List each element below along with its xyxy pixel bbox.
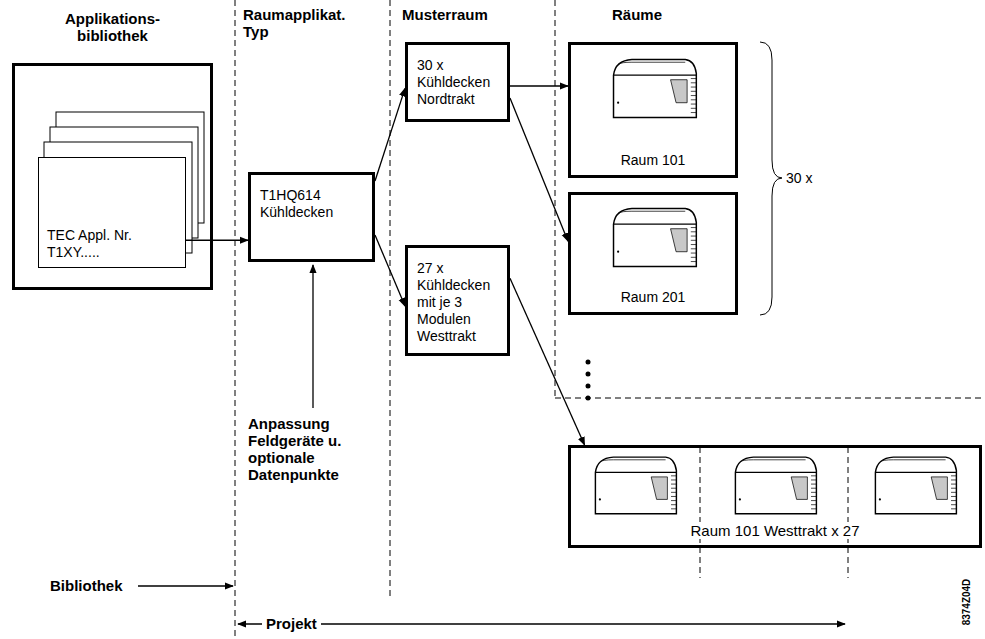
node-label: Raum 201	[621, 289, 686, 306]
drawing-number: 8374Z04D	[961, 567, 973, 637]
label: Projekt	[262, 615, 321, 632]
connector	[510, 85, 568, 86]
label: Raumapplikat. Typ	[243, 6, 363, 40]
connector	[186, 240, 248, 241]
label: Musterraum	[402, 6, 488, 23]
connector	[375, 235, 405, 306]
brace	[760, 42, 782, 315]
document-page: TEC Appl. Nr. T1XY.....	[38, 157, 186, 268]
box: 27 x Kühldecken mit je 3 Modulen Westtra…	[405, 245, 510, 356]
node-label: 27 x Kühldecken mit je 3 Modulen Westtra…	[417, 260, 499, 345]
label: Bibliothek	[50, 577, 123, 594]
box: Raum 101 Westtrakt x 27	[568, 445, 982, 548]
box: Raum 201	[568, 192, 738, 315]
connector	[375, 88, 405, 181]
connector	[510, 278, 585, 445]
connector	[510, 98, 568, 241]
box: T1HQ614 Kühldecken	[248, 172, 375, 262]
column-separators	[235, 0, 985, 639]
node-label: T1HQ614 Kühldecken	[260, 187, 364, 221]
node-label: 30 x Kühldecken Nordtrakt	[417, 57, 499, 108]
box: Applikations- bibliothekTEC Appl. Nr. T1…	[12, 63, 213, 290]
label: Räume	[612, 6, 662, 23]
box: Raum 101	[568, 42, 738, 178]
label: Anpassung Feldgeräte u. optionale Datenp…	[248, 415, 373, 483]
box: 30 x Kühldecken Nordtrakt	[405, 42, 510, 122]
label: 30 x	[786, 170, 812, 187]
node-label: Raum 101 Westtrakt x 27	[687, 522, 864, 539]
node-label: Raum 101	[621, 152, 686, 169]
node-label: TEC Appl. Nr. T1XY.....	[47, 227, 147, 261]
column-heading: Applikations- bibliothek	[50, 10, 175, 44]
ellipsis-dots	[586, 360, 591, 401]
